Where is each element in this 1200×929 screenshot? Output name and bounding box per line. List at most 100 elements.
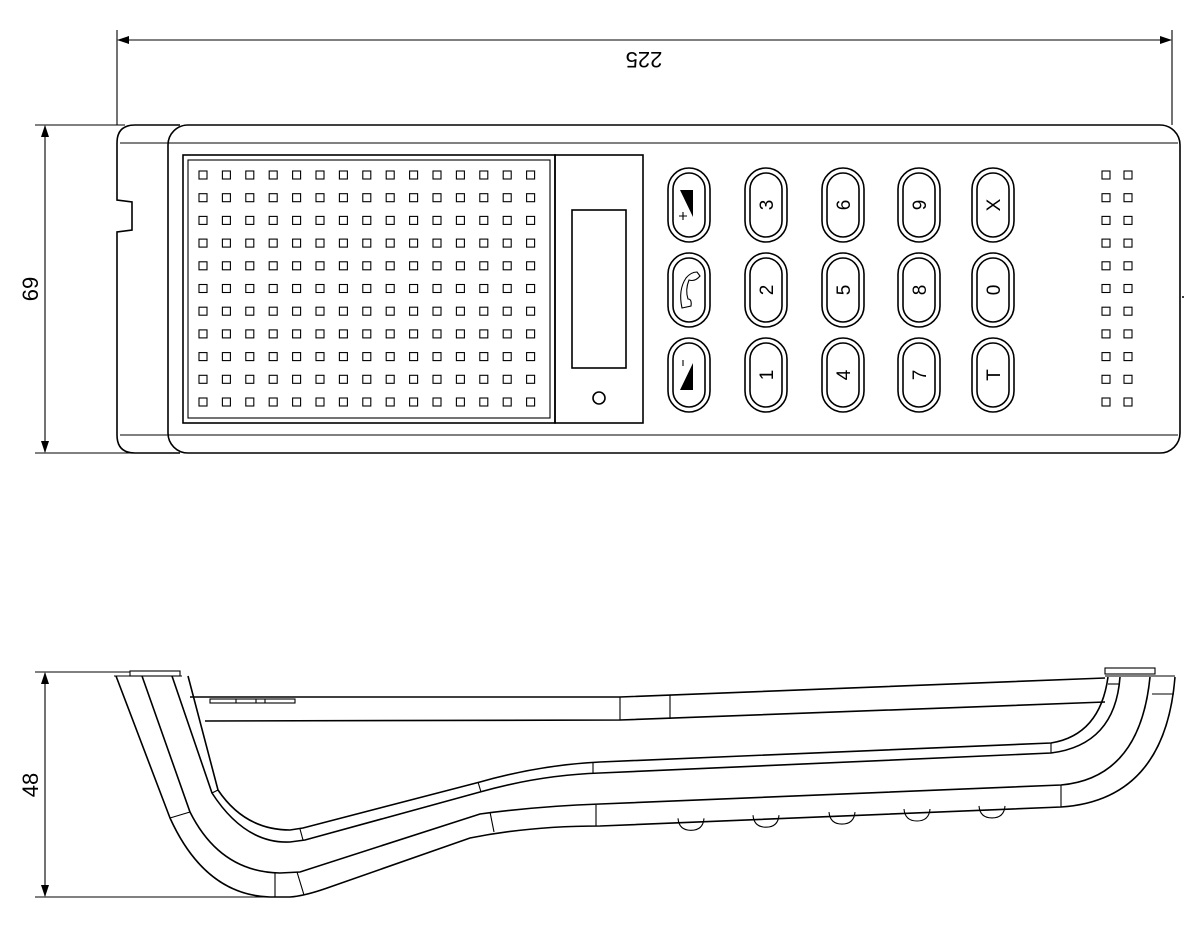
- key-foot: [903, 808, 931, 822]
- speaker-hole: [362, 215, 372, 225]
- key-2[interactable]: 2: [744, 252, 788, 328]
- key-9[interactable]: 9: [897, 167, 941, 243]
- speaker-hole: [409, 215, 419, 225]
- speaker-hole: [268, 193, 278, 203]
- speaker-hole: [385, 306, 395, 316]
- key-foot: [978, 805, 1006, 819]
- key-inner: [902, 172, 936, 238]
- key-outer: [744, 252, 788, 328]
- key-T[interactable]: T: [971, 337, 1015, 413]
- key-label: 8: [910, 285, 931, 296]
- speaker-hole: [315, 215, 325, 225]
- key-inner: [902, 257, 936, 323]
- speaker-hole: [409, 352, 419, 362]
- key-inner: [976, 342, 1010, 408]
- key-inner: [826, 342, 860, 408]
- key-0[interactable]: 0: [971, 252, 1015, 328]
- speaker-hole: [221, 352, 231, 362]
- speaker-hole: [409, 170, 419, 180]
- speaker-hole: [526, 374, 536, 384]
- speaker-hole: [245, 238, 255, 248]
- speaker-hole: [409, 261, 419, 271]
- speaker-hole: [338, 283, 348, 294]
- shell-curve-inner: [187, 675, 1109, 831]
- speaker-hole: [292, 170, 302, 180]
- seam: [211, 789, 219, 794]
- speaker-hole: [268, 352, 278, 362]
- speaker-hole: [268, 374, 278, 384]
- speaker-hole: [338, 215, 348, 225]
- speaker-hole: [432, 352, 442, 362]
- key-outer: [897, 252, 941, 328]
- earpiece-hole: [1123, 215, 1133, 225]
- speaker-hole: [432, 397, 442, 407]
- seam: [299, 828, 304, 841]
- height-label: 48: [18, 773, 43, 797]
- speaker-hole: [385, 352, 395, 362]
- speaker-hole: [315, 170, 325, 180]
- speaker-hole: [479, 261, 489, 271]
- speaker-hole: [479, 238, 489, 248]
- speaker-hole: [221, 397, 231, 407]
- speaker-hole: [362, 193, 372, 203]
- mark-dot: [1182, 296, 1184, 298]
- volume-up-key[interactable]: [667, 167, 711, 243]
- speaker-hole: [432, 306, 442, 316]
- key-3[interactable]: 3: [744, 167, 788, 243]
- speaker-hole: [502, 374, 512, 384]
- speaker-hole: [198, 193, 208, 203]
- speaker-hole: [502, 306, 512, 316]
- speaker-hole: [245, 215, 255, 225]
- speaker-hole: [245, 261, 255, 271]
- speaker-hole: [245, 306, 255, 316]
- speaker-hole: [268, 397, 278, 407]
- speaker-hole: [198, 397, 208, 407]
- speaker-hole: [292, 215, 302, 225]
- earpiece-hole: [1123, 170, 1133, 180]
- speaker-hole: [268, 306, 278, 316]
- key-foot: [677, 818, 705, 831]
- key-X[interactable]: X: [971, 167, 1015, 243]
- speaker-hole: [362, 306, 372, 316]
- volume-down-icon: [680, 360, 693, 390]
- speaker-hole: [455, 238, 465, 248]
- speaker-hole: [455, 283, 465, 294]
- earpiece-hole: [1101, 283, 1111, 294]
- speaker-hole: [292, 193, 302, 203]
- speaker-hole: [479, 193, 489, 203]
- speaker-hole: [292, 283, 302, 294]
- speaker-hole: [385, 238, 395, 248]
- speaker-hole: [479, 170, 489, 180]
- speaker-hole: [198, 306, 208, 316]
- speaker-hole: [292, 238, 302, 248]
- key-1[interactable]: 1: [744, 337, 788, 413]
- speaker-hole: [432, 170, 442, 180]
- width-label: 69: [18, 277, 43, 301]
- earpiece-hole: [1101, 238, 1111, 248]
- speaker-hole: [479, 283, 489, 294]
- key-8[interactable]: 8: [897, 252, 941, 328]
- phone-handset-key[interactable]: [667, 252, 711, 328]
- speaker-hole: [409, 238, 419, 248]
- speaker-hole: [315, 374, 325, 384]
- speaker-hole: [409, 374, 419, 384]
- speaker-hole: [268, 170, 278, 180]
- speaker-panel-inner: [187, 159, 551, 419]
- speaker-hole: [526, 238, 536, 248]
- key-6[interactable]: 6: [821, 167, 865, 243]
- key-7[interactable]: 7: [897, 337, 941, 413]
- speaker-hole: [268, 329, 278, 339]
- speaker-hole: [526, 215, 536, 225]
- speaker-hole: [409, 306, 419, 316]
- top-plate-upper: [190, 677, 1106, 698]
- speaker-hole: [198, 283, 208, 294]
- speaker-hole: [221, 193, 231, 203]
- speaker-hole: [502, 283, 512, 294]
- key-4[interactable]: 4: [821, 337, 865, 413]
- key-5[interactable]: 5: [821, 252, 865, 328]
- key-label: 1: [757, 370, 778, 381]
- speaker-hole: [385, 397, 395, 407]
- speaker-hole: [502, 238, 512, 248]
- speaker-hole: [409, 283, 419, 294]
- volume-down-key[interactable]: [667, 337, 711, 413]
